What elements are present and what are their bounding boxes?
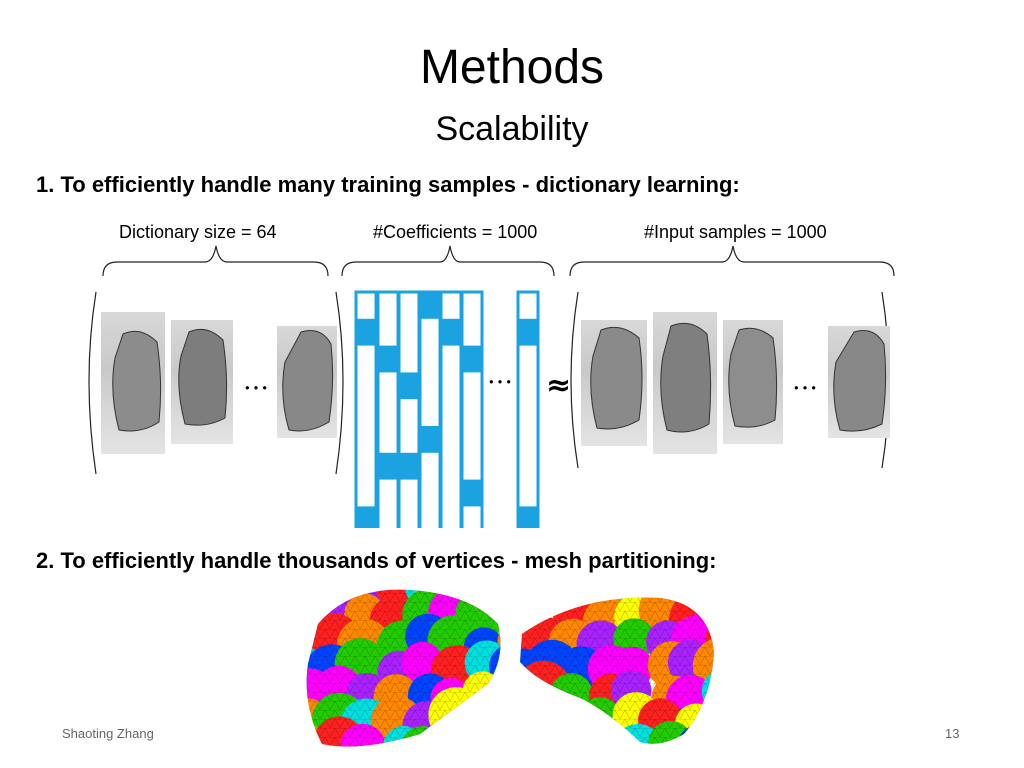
footer-author: Shaoting Zhang — [62, 726, 154, 741]
mesh-partition-patch — [560, 729, 602, 744]
dictionary-ellipsis: … — [243, 366, 269, 396]
mesh-partition-patch — [520, 716, 536, 744]
bracket-left-dictionary — [88, 291, 97, 475]
point-mesh-partitioning: 2. To efficiently handle thousands of ve… — [36, 548, 717, 573]
sample-xray-4 — [828, 326, 890, 438]
mesh-partition-patch — [523, 694, 577, 744]
mesh-partition-patch — [520, 597, 549, 617]
sample-xray-1 — [581, 320, 647, 446]
coefficient-column — [516, 290, 540, 528]
dictionary-xray-2 — [171, 320, 233, 444]
active-coefficient — [462, 345, 482, 373]
mesh-partition-patch — [554, 703, 595, 744]
mesh-partition-patch — [429, 726, 480, 747]
brace-samples — [569, 245, 895, 277]
active-coefficient — [378, 345, 398, 373]
mesh-partition-patch — [710, 695, 714, 741]
mesh-partition-patch — [491, 668, 501, 717]
active-coefficient — [462, 479, 482, 507]
active-coefficient — [518, 318, 538, 346]
active-coefficient — [378, 452, 398, 480]
active-coefficient — [356, 318, 376, 346]
mesh-partition-patch — [702, 721, 714, 744]
mesh-partition-patch — [520, 715, 573, 744]
mesh-partition-patch — [520, 678, 535, 721]
sample-xray-2 — [653, 312, 717, 454]
coefficient-column — [418, 290, 442, 528]
sample-xray-3 — [723, 320, 783, 444]
mesh-partition-patch — [490, 589, 501, 616]
active-coefficient — [356, 506, 376, 528]
point-dictionary-learning: 1. To efficiently handle many training s… — [36, 172, 740, 197]
mesh-partition-patch — [527, 597, 575, 611]
mesh-partition-patch — [520, 704, 537, 744]
slide-subtitle: Scalability — [435, 110, 589, 148]
approx-symbol: ≈ — [546, 368, 572, 403]
bracket-right-dictionary — [335, 291, 344, 475]
mesh-partition-patch — [463, 692, 501, 745]
mesh-partition-patch — [703, 597, 714, 606]
brace-dictionary — [102, 245, 329, 277]
page-number: 13 — [945, 726, 960, 741]
coefficients-ellipsis: … — [487, 360, 513, 390]
slide-title: Methods — [419, 41, 605, 94]
active-coefficient — [441, 318, 461, 346]
liver-mesh-figure — [306, 589, 714, 756]
mesh-partition-patch — [502, 726, 543, 756]
coefficient-column — [376, 290, 400, 528]
mesh-partition-patch — [489, 692, 501, 747]
coefficient-matrix — [354, 290, 540, 528]
coefficient-column — [397, 290, 421, 528]
bracket-left-samples — [570, 291, 579, 469]
active-coefficient — [399, 372, 419, 400]
dictionary-xray-3 — [277, 326, 337, 438]
brace-coefficients — [341, 245, 555, 277]
active-coefficient — [518, 506, 538, 528]
dictionary-xray-1 — [101, 312, 165, 454]
active-coefficient — [420, 292, 440, 319]
samples-ellipsis: … — [792, 366, 818, 396]
dictionary-size-label: Dictionary size = 64 — [119, 222, 277, 242]
input-samples-label: #Input samples = 1000 — [644, 222, 827, 242]
coefficient-column — [354, 290, 378, 528]
mesh-partition-patch — [468, 719, 501, 747]
active-coefficient — [399, 452, 419, 480]
active-coefficient — [420, 426, 440, 453]
coefficients-label: #Coefficients = 1000 — [373, 222, 538, 242]
mesh-partition-patch — [306, 589, 328, 612]
